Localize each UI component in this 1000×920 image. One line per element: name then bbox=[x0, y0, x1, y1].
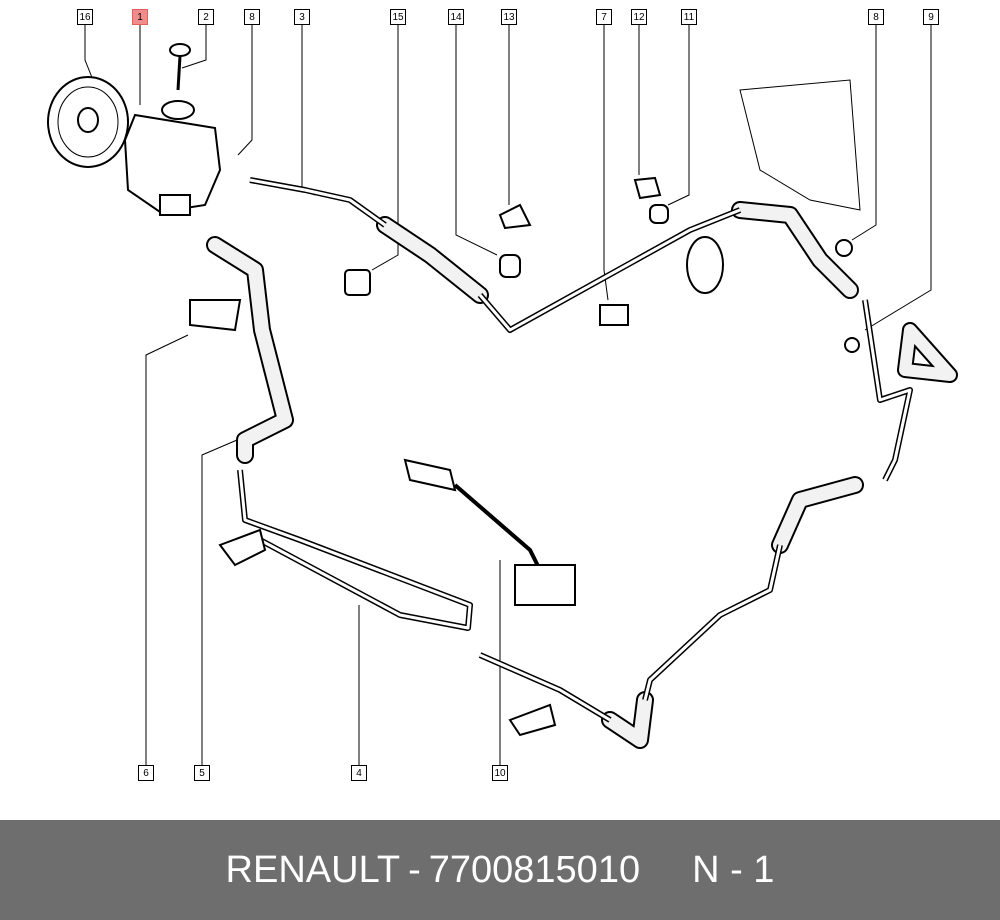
small-parts bbox=[189, 79, 861, 737]
hoses bbox=[206, 201, 958, 749]
callout-6[interactable]: 6 bbox=[138, 765, 154, 781]
callout-9[interactable]: 9 bbox=[923, 9, 939, 25]
pump-reservoir bbox=[123, 43, 222, 216]
callout-10[interactable]: 10 bbox=[492, 765, 508, 781]
callout-15[interactable]: 15 bbox=[390, 9, 406, 25]
leader-line-3 bbox=[301, 25, 316, 196]
connector bbox=[514, 564, 576, 606]
callout-4[interactable]: 4 bbox=[351, 765, 367, 781]
quantity-note: N - 1 bbox=[692, 848, 775, 891]
pulley bbox=[47, 76, 129, 168]
leader-line-8 bbox=[851, 25, 877, 241]
sensor bbox=[403, 458, 457, 492]
callout-16[interactable]: 16 bbox=[77, 9, 93, 25]
leader-line-6 bbox=[145, 334, 189, 765]
leader-line-5 bbox=[201, 439, 238, 765]
power-steering-parts-diagram bbox=[47, 25, 958, 765]
hose-clamp bbox=[686, 236, 724, 294]
callout-2[interactable]: 2 bbox=[198, 9, 214, 25]
leader-line-2 bbox=[181, 25, 207, 69]
leader-line-14 bbox=[455, 25, 498, 256]
mount-bracket bbox=[218, 528, 267, 567]
brand-label: RENAULT bbox=[225, 848, 401, 891]
part-number: 7700815010 bbox=[428, 848, 641, 891]
callout-13[interactable]: 13 bbox=[501, 9, 517, 25]
seal-washer-2 bbox=[844, 337, 860, 353]
clamp bbox=[633, 176, 662, 200]
separator: - bbox=[408, 848, 421, 891]
callout-7[interactable]: 7 bbox=[596, 9, 612, 25]
leader-line-11 bbox=[667, 25, 690, 206]
mount-bracket-2 bbox=[508, 703, 557, 737]
callout-11[interactable]: 11 bbox=[681, 9, 697, 25]
callout-12[interactable]: 12 bbox=[631, 9, 647, 25]
footer-bar: RENAULT-7700815010 N - 1 bbox=[0, 820, 1000, 920]
leader-line-9 bbox=[864, 25, 932, 331]
pipes bbox=[237, 177, 913, 723]
leader-line-8 bbox=[237, 25, 253, 156]
seal-washer bbox=[835, 239, 853, 257]
pressure-switch bbox=[599, 304, 629, 326]
callout-8[interactable]: 8 bbox=[244, 9, 260, 25]
callout-5[interactable]: 5 bbox=[194, 765, 210, 781]
callout-3[interactable]: 3 bbox=[294, 9, 310, 25]
grommet bbox=[499, 254, 521, 278]
leader-line-16 bbox=[84, 25, 96, 86]
nut bbox=[344, 269, 371, 296]
bracket bbox=[189, 299, 242, 332]
leader-line-7 bbox=[603, 25, 609, 301]
callout-1[interactable]: 1 bbox=[132, 9, 148, 25]
callout-14[interactable]: 14 bbox=[448, 9, 464, 25]
callout-8[interactable]: 8 bbox=[868, 9, 884, 25]
steering-rack bbox=[739, 79, 861, 211]
leader-line-15 bbox=[371, 25, 399, 271]
clip bbox=[498, 203, 532, 230]
bush bbox=[649, 204, 669, 224]
